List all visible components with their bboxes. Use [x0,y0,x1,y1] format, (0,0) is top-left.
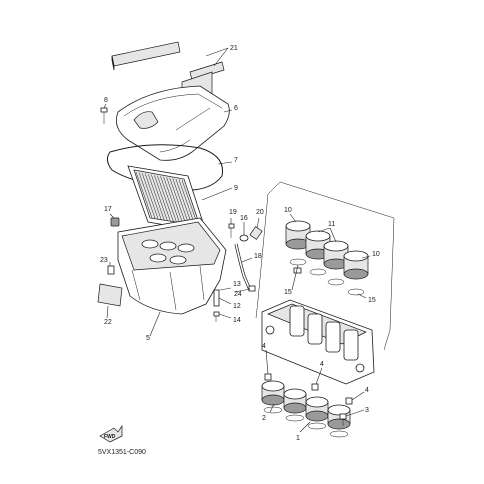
callout-15-right: 15 [368,297,376,304]
part-14-bolt [213,311,220,322]
callout-10-right: 10 [372,251,380,258]
part-16-clamp [239,234,249,242]
joint-4 [327,404,351,430]
callout-3: 3 [365,407,369,414]
callout-16: 16 [240,215,248,222]
part-7-seal [106,144,224,191]
callout-7: 7 [234,157,238,164]
callout-17: 17 [104,206,112,213]
callout-21: 21 [230,45,238,52]
part-5-air-box-case [117,217,227,315]
callout-4-middle: 4 [320,361,324,368]
callout-20: 20 [256,209,264,216]
callout-22: 22 [104,319,112,326]
part-24-clip [248,285,256,292]
part-4-screws [264,373,353,405]
callout-19: 19 [229,209,237,216]
callout-1: 1 [296,435,300,442]
part-18-hose [234,243,252,291]
joint-2 [283,388,307,414]
part-9-air-filter-element [127,165,207,233]
joint-3 [305,396,329,422]
callout-2: 2 [262,415,266,422]
callout-4-right: 4 [365,387,369,394]
funnel-3 [323,240,349,270]
part-19-bolt [228,223,235,238]
callout-23: 23 [100,257,108,264]
leader-lines [103,47,371,433]
part-10-11-funnels [285,220,369,280]
callout-12: 12 [233,303,241,310]
callout-4-top: 4 [262,343,266,350]
callout-9: 9 [234,185,238,192]
part-15-clamps [289,258,365,296]
callout-6: 6 [234,105,238,112]
part-20-joint [249,226,263,240]
callout-10-left: 10 [284,207,292,214]
callout-11: 11 [328,221,335,228]
funnel-4 [343,250,369,280]
callout-15-left: 15 [284,289,292,296]
callout-numbers: 21 6 8 7 9 17 19 16 20 18 23 24 13 12 14… [100,45,380,442]
front-direction-arrow: FWD [99,424,123,443]
front-mark-label: FWD [104,434,116,440]
part-17-grommet [110,217,120,227]
assembly-outline [255,181,395,351]
throttle-body-assembly [261,299,375,385]
funnel-1 [285,220,311,250]
callout-14: 14 [233,317,241,324]
callout-5: 5 [146,335,150,342]
part-1-2-joints [261,380,351,438]
part-12-pipe [213,289,220,307]
callout-24: 24 [234,291,242,298]
part-8-bolt [100,107,108,124]
part-22-pad [97,283,123,307]
callout-18: 18 [254,253,262,260]
part-3-bolt [339,413,347,426]
part-23-clip [107,265,115,275]
callout-8: 8 [104,97,108,104]
callout-13: 13 [233,281,241,288]
joint-1 [261,380,285,406]
diagram-code: 5VX1351-C090 [98,449,146,456]
part-6-air-box-cover [115,85,230,161]
